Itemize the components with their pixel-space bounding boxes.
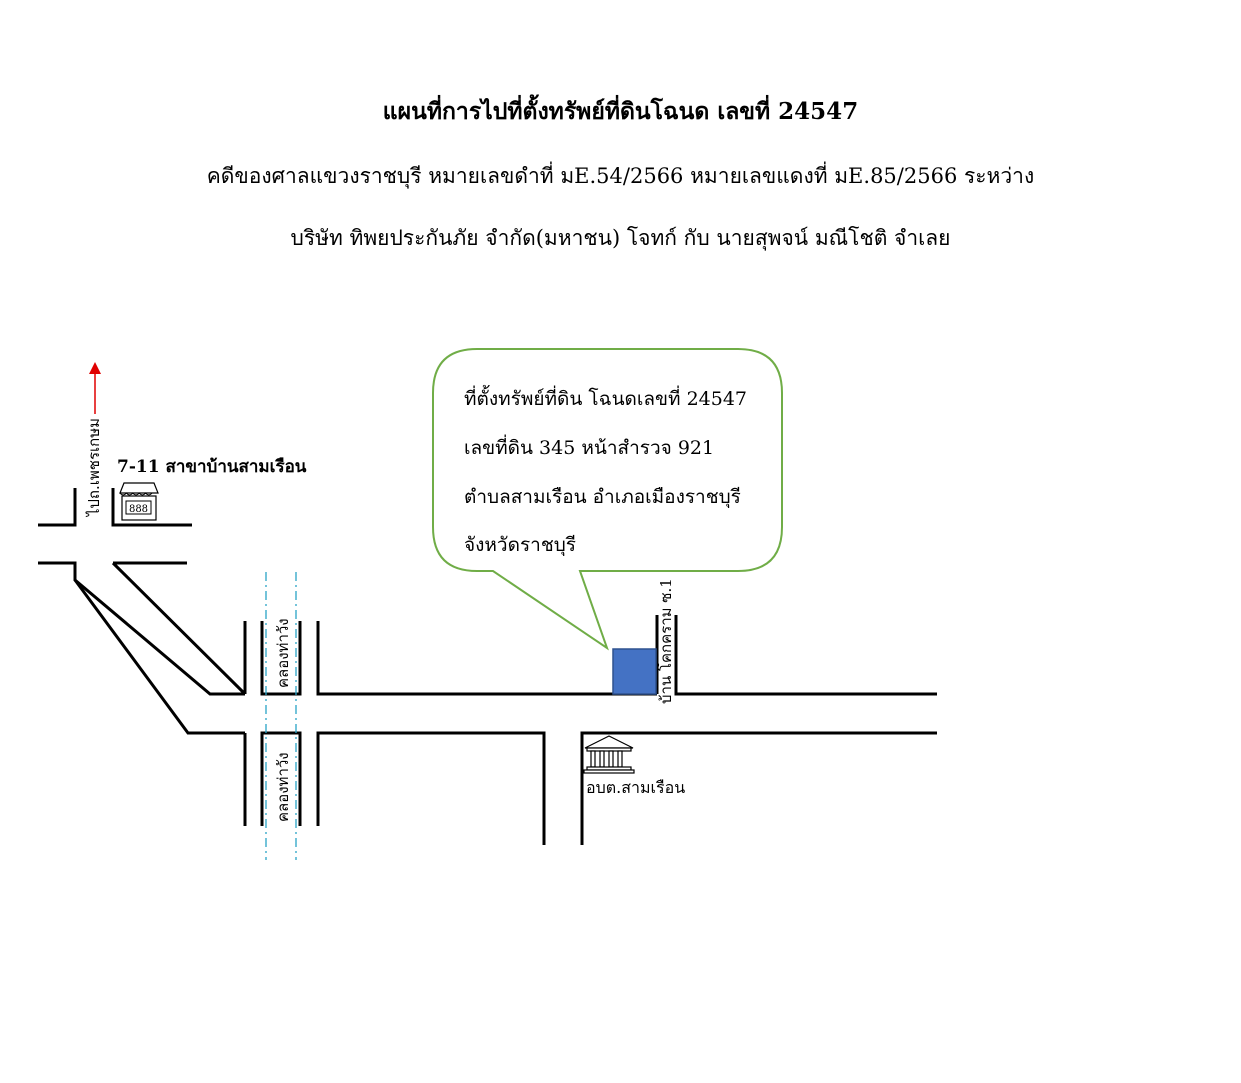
seven-eleven-label: 7-11 สาขาบ้านสามเรือน bbox=[117, 456, 307, 477]
north-arrow-icon bbox=[89, 362, 101, 414]
map-title: แผนที่การไปที่ตั้งทรัพย์ที่ดินโฉนด เลขที… bbox=[382, 98, 859, 125]
roads bbox=[38, 488, 937, 845]
canal-label-upper: คลองท่าวัง bbox=[274, 618, 292, 688]
case-number-line: คดีของศาลแขวงราชบุรี หมายเลขดำที่ มE.54/… bbox=[206, 164, 1035, 188]
callout-line-3: ตำบลสามเรือน อำเภอเมืองราชบุรี bbox=[464, 486, 741, 509]
store-icon: 888 bbox=[119, 482, 159, 521]
property-parcel bbox=[612, 648, 657, 695]
store-sign-text: 888 bbox=[129, 504, 148, 515]
callout-line-4: จังหวัดราชบุรี bbox=[464, 534, 576, 557]
canal-label-lower: คลองท่าวัง bbox=[274, 752, 292, 822]
callout-bubble bbox=[432, 348, 783, 651]
callout-line-2: เลขที่ดิน 345 หน้าสำรวจ 921 bbox=[464, 434, 714, 459]
to-phetkasem-label: ไปถ.เพชรเกษม bbox=[85, 418, 103, 517]
soi-label: บ้าน โคกคราม ซ.1 bbox=[657, 578, 675, 704]
government-building-icon bbox=[583, 735, 635, 774]
callout-line-1: ที่ตั้งทรัพย์ที่ดิน โฉนดเลขที่ 24547 bbox=[464, 385, 747, 410]
parties-line: บริษัท ทิพยประกันภัย จำกัด(มหาชน) โจทก์ … bbox=[290, 226, 951, 250]
sao-label: อบต.สามเรือน bbox=[586, 778, 685, 797]
